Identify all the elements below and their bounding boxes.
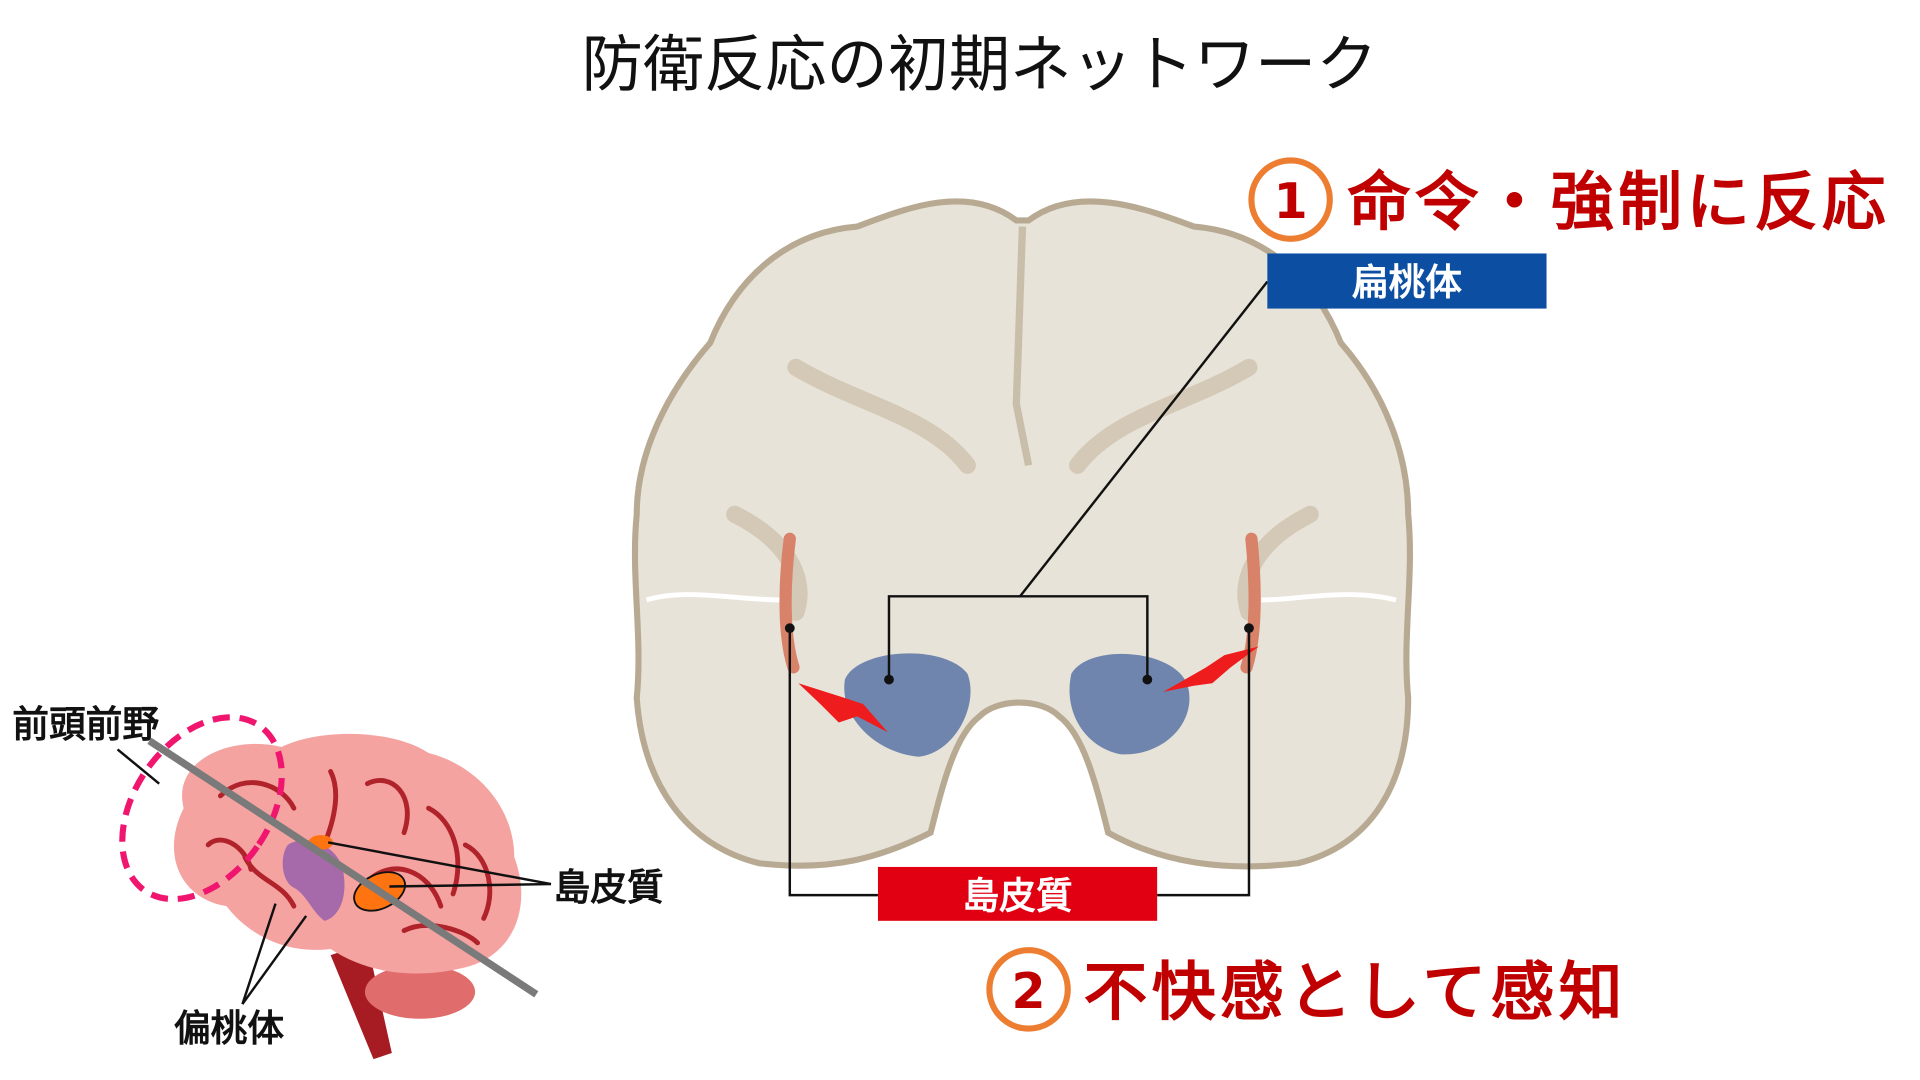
sagittal-label-lines — [116, 748, 552, 1005]
point-2-number: 2 — [1012, 963, 1046, 1020]
number-circle-icon — [1248, 157, 1333, 242]
right-amygdala — [1069, 653, 1190, 755]
amygdala-label: 扁桃体 — [1352, 261, 1462, 304]
left-activation-burst — [798, 683, 888, 733]
amygdala-label-box: 扁桃体 — [1267, 253, 1547, 309]
point-2: 2 不快感として感知 — [986, 947, 1623, 1032]
sagittal-insula-label: 島皮質 — [553, 866, 663, 909]
number-circle-icon — [986, 947, 1071, 1032]
prefrontal-dashed-outline — [119, 714, 285, 903]
right-activation-burst — [1163, 646, 1259, 692]
coronal-brain-section — [631, 198, 1413, 870]
point-1-number: 1 — [1274, 173, 1308, 230]
sagittal-brain — [119, 714, 539, 1060]
left-amygdala — [844, 653, 971, 757]
insula-label-box: 島皮質 — [877, 866, 1158, 921]
point-1-text: 命令・強制に反応 — [1347, 166, 1886, 240]
point-2-text: 不快感として感知 — [1084, 956, 1623, 1030]
sagittal-amygdala-label: 偏桃体 — [174, 1007, 284, 1050]
insula-label: 島皮質 — [962, 875, 1072, 918]
prefrontal-label: 前頭前野 — [12, 703, 159, 746]
point-1: 1 命令・強制に反応 — [1248, 157, 1886, 242]
connector-lines — [788, 280, 1269, 897]
page-title: 防衛反応の初期ネットワーク — [582, 30, 1378, 101]
